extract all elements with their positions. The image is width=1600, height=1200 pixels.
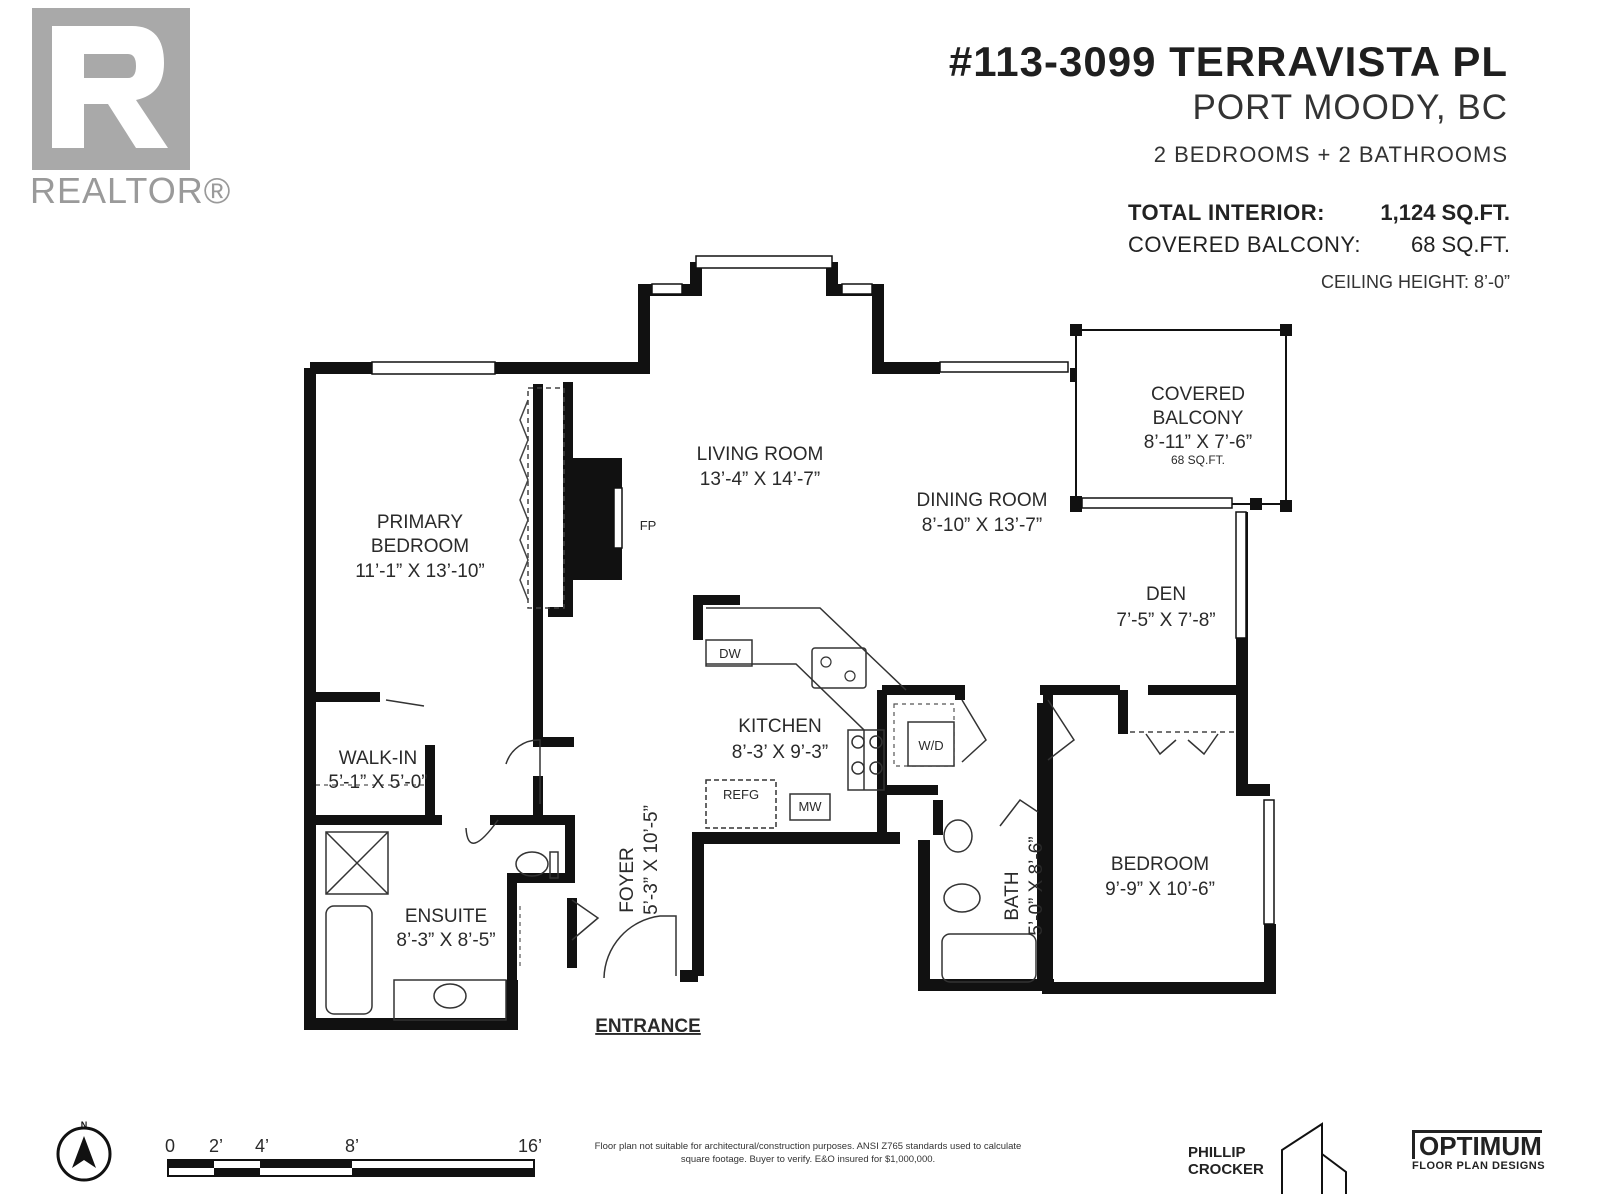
disclaimer: Floor plan not suitable for architectura… [594, 1141, 1022, 1165]
ceiling-height: CEILING HEIGHT: 8’-0” [1320, 272, 1510, 292]
den-dims: 7’-5” X 7’-8” [1116, 610, 1215, 631]
optimum-sub: FLOOR PLAN DESIGNS [1412, 1160, 1546, 1172]
windows [371, 255, 1275, 925]
total-interior-value: 1,124 SQ.FT. [1380, 200, 1510, 225]
living-room-dims: 13’-4” X 14’-7” [700, 469, 820, 490]
entrance-label: ENTRANCE [595, 1016, 701, 1037]
phillip-line2: CROCKER [1188, 1161, 1264, 1178]
compass-north-label: N [81, 1120, 88, 1130]
stove-icon [851, 735, 883, 775]
realtor-r-icon [52, 26, 168, 148]
interior-walls [310, 382, 1242, 985]
dining-room-dims: 8’-10” X 13’-7” [922, 515, 1042, 536]
kitchen-name: KITCHEN [738, 716, 821, 737]
realtor-logo-text: REALTOR® [30, 170, 232, 211]
optimum-logo: OPTIMUM [1412, 1130, 1542, 1159]
walkin-dims: 5’-1” X 5’-0” [328, 772, 427, 793]
closet-doors [527, 387, 565, 609]
ensuite-dims: 8’-3” X 8’-5” [396, 930, 495, 951]
dining-room-name: DINING ROOM [917, 490, 1048, 511]
scale-bar [167, 1159, 535, 1177]
primary-dims: 11’-1” X 13’-10” [355, 561, 485, 582]
living-room-name: LIVING ROOM [697, 444, 824, 465]
balcony-name-1: COVERED [1151, 384, 1245, 405]
scale-label-8: 8’ [345, 1136, 359, 1156]
bedroom-name: BEDROOM [1111, 854, 1209, 875]
bath-name: BATH [1002, 871, 1023, 920]
kitchen-dims: 8’-3’ X 9’-3” [732, 742, 828, 763]
bath-fixtures [325, 819, 1037, 1021]
balcony-label: COVERED BALCONY: [1128, 232, 1361, 257]
washer-dryer-label: W/D [918, 738, 943, 753]
washer-dryer [907, 721, 955, 767]
kitchen-counter [705, 607, 907, 829]
foyer-dims: 5’-3” X 10’-5” [641, 805, 662, 915]
scale-label-16: 16’ [518, 1136, 542, 1156]
scale-label-4: 4’ [255, 1136, 269, 1156]
balcony-name-2: BALCONY [1153, 408, 1244, 429]
scale-label-2: 2’ [209, 1136, 223, 1156]
phillip-crocker-credit: PHILLIP CROCKER [1188, 1144, 1264, 1178]
fridge-label: REFG [723, 787, 759, 802]
total-interior-label: TOTAL INTERIOR: [1128, 200, 1325, 225]
primary-name-1: PRIMARY [377, 512, 464, 533]
bath-dims: 5’-0” X 8’-6” [1026, 836, 1047, 935]
phillip-line1: PHILLIP [1188, 1144, 1246, 1161]
listing-city: PORT MOODY, BC [1192, 88, 1508, 127]
scale-label-0: 0 [165, 1136, 175, 1156]
beds-baths: 2 BEDROOMS + 2 BATHROOMS [1153, 142, 1508, 167]
compass-icon: N [56, 1120, 112, 1182]
balcony-area: 68 SQ.FT. [1171, 453, 1225, 467]
dishwasher-label: DW [719, 646, 741, 661]
ensuite-name: ENSUITE [405, 906, 487, 927]
fireplace-label: FP [640, 518, 657, 533]
bedroom-dims: 9’-9” X 10’-6” [1105, 879, 1215, 900]
den-name: DEN [1146, 584, 1186, 605]
balcony-dims: 8’-11” X 7’-6” [1144, 432, 1252, 453]
listing-address: #113-3099 TERRAVISTA PL [948, 38, 1508, 85]
balcony-value: 68 SQ.FT. [1410, 232, 1510, 257]
phillip-crocker-logo-icon [1281, 1122, 1347, 1194]
door-swings [385, 699, 1076, 979]
realtor-logo [32, 8, 190, 170]
walkin-name: WALK-IN [339, 748, 417, 769]
foyer-name: FOYER [617, 847, 638, 912]
microwave-label: MW [798, 799, 822, 814]
sink-icon [820, 656, 856, 682]
primary-name-2: BEDROOM [371, 536, 469, 557]
